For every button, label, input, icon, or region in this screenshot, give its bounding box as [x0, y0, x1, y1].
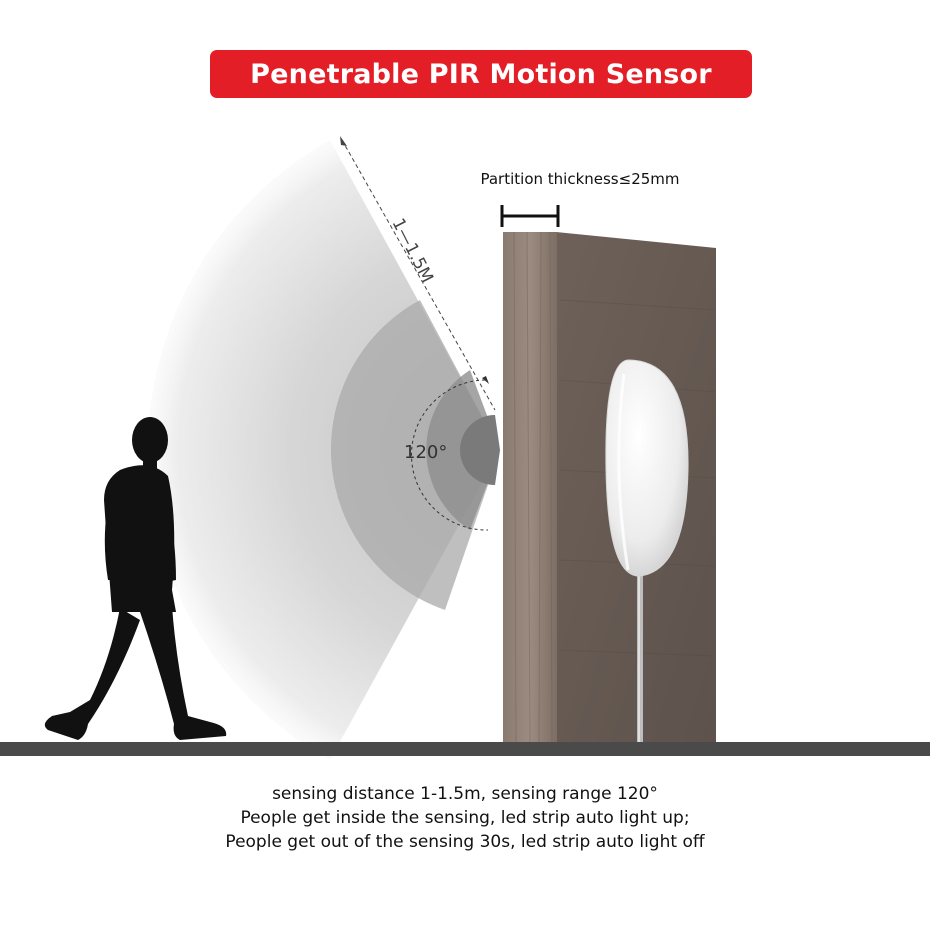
angle-arrow-top [482, 376, 489, 384]
walking-person-icon [44, 417, 227, 740]
pir-sensor-icon [605, 359, 689, 577]
floor [0, 742, 930, 756]
caption-line-3: People get out of the sensing 30s, led s… [225, 832, 705, 852]
caption: sensing distance 1-1.5m, sensing range 1… [0, 782, 930, 854]
caption-line-1: sensing distance 1-1.5m, sensing range 1… [272, 784, 658, 804]
title-badge: Penetrable PIR Motion Sensor [210, 50, 752, 98]
sensing-core [460, 415, 500, 485]
distance-arrow [340, 136, 347, 146]
partition-thickness-label: Partition thickness≤25mm [480, 170, 680, 188]
thickness-bracket [500, 205, 560, 227]
wall-front [503, 232, 557, 743]
wall-front-grain [513, 231, 553, 744]
caption-line-2: People get inside the sensing, led strip… [240, 808, 690, 828]
page-title: Penetrable PIR Motion Sensor [250, 58, 712, 90]
distance-line [341, 139, 496, 411]
angle-label: 120° [404, 442, 447, 463]
angle-arc [411, 379, 489, 531]
sensing-ring-mid [330, 300, 500, 610]
sensing-fan-outer [147, 140, 501, 760]
